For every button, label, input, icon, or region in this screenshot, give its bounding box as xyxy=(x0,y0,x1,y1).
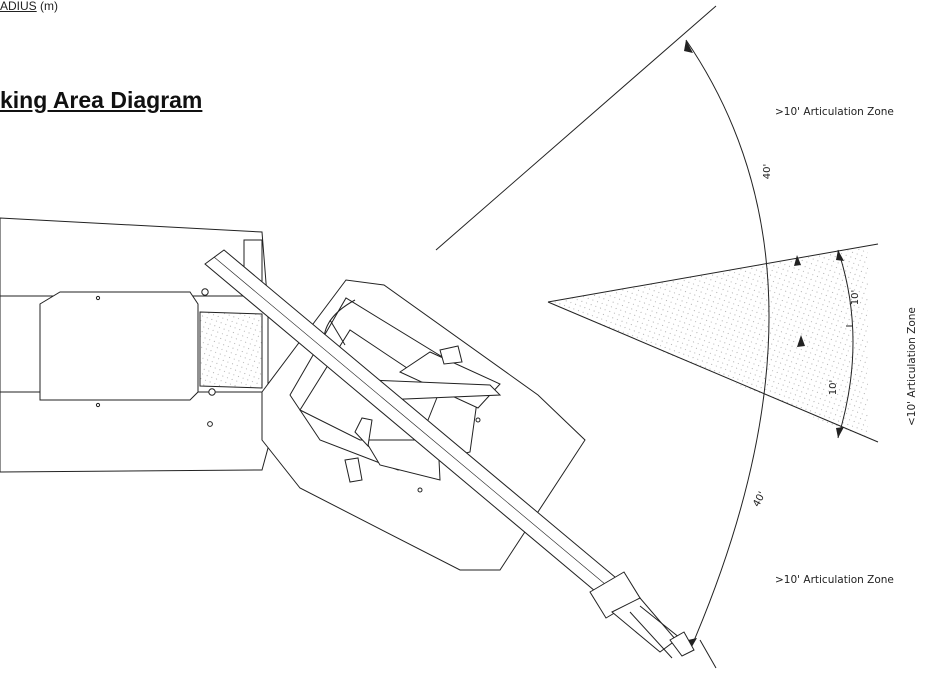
radius-unit: (m) xyxy=(40,0,59,13)
angle-label-middle-10-bottom: 10' xyxy=(828,379,840,396)
working-range-boundary-upper xyxy=(435,5,717,251)
angle-label-middle-10-top: 10' xyxy=(850,289,862,306)
zone-label-middle: <10' Articulation Zone xyxy=(906,307,918,426)
arc-arrowhead-upper-mid xyxy=(794,255,801,266)
header-radius: ADIUS (m) xyxy=(0,0,58,12)
machine-boom xyxy=(204,249,695,659)
inner-arc-arrowhead-top xyxy=(836,250,844,261)
radius-label: ADIUS xyxy=(0,0,37,13)
arc-arrowhead-lower-mid xyxy=(797,335,805,347)
zone-boundary-upper xyxy=(547,243,879,303)
arc-arrowhead-top xyxy=(684,40,693,53)
angle-label-upper-40: 40' xyxy=(762,163,774,180)
working-range-arc xyxy=(685,39,770,651)
working-range-boundary-lower xyxy=(699,639,717,669)
page-title: king Area Diagram xyxy=(0,87,203,113)
zone-label-lower: >10' Articulation Zone xyxy=(775,574,894,586)
articulation-zone-shading xyxy=(548,247,868,441)
zone-label-upper: >10' Articulation Zone xyxy=(775,106,894,118)
inner-arc-arrowhead-bottom xyxy=(836,427,844,438)
zone-boundary-lower xyxy=(547,301,879,443)
machine-base xyxy=(0,217,269,473)
inner-zone-arc xyxy=(837,249,854,439)
